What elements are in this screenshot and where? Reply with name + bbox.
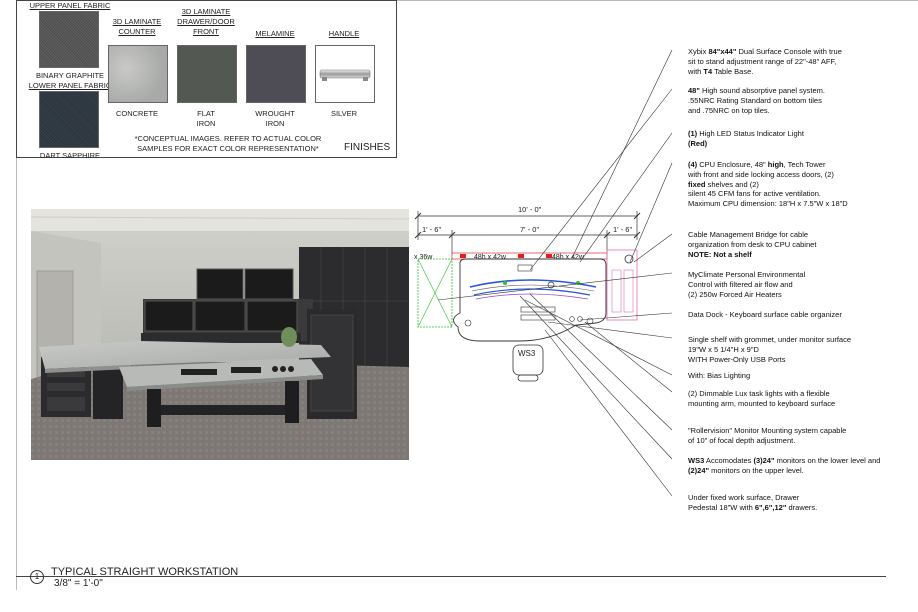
drawer-label-3: FRONT (193, 27, 219, 36)
callout-myclimate: MyClimate Personal Environmental Control… (688, 270, 806, 299)
dim-left: 1' - 6" (422, 225, 441, 234)
handle-label: HANDLE (328, 29, 360, 38)
melamine-label: MELAMINE (255, 29, 295, 38)
flat-iron-swatch (177, 45, 237, 103)
frame-left-line (16, 0, 17, 590)
wrought-iron-label-1: WROUGHT (255, 109, 295, 118)
callout-console: Xybix 84"x44" Dual Surface Console with … (688, 47, 842, 76)
panel-side-label: x 36w (414, 254, 433, 261)
dart-sapphire-swatch (39, 91, 99, 148)
handle-swatch (315, 45, 375, 103)
workstation-render-image (31, 209, 409, 460)
callout-rollervision: "Rollervision" Monitor Mounting system c… (688, 426, 847, 445)
frame-bottom-line (16, 576, 886, 577)
callout-drawer-pedestal: Under fixed work surface, Drawer Pedesta… (688, 493, 818, 512)
callout-cpu-enclosure: (4) CPU Enclosure, 48" high, Tech Tower … (688, 160, 848, 209)
workstation-plan-drawing: 10' - 0" 1' - 6" 7' - 0" 1' - 6" 48h x 4… (414, 205, 641, 382)
callout-data-dock: Data Dock - Keyboard surface cable organ… (688, 310, 842, 319)
finishes-title: FINISHES (344, 142, 391, 153)
drawing-scale: 3/8" = 1'-0" (54, 578, 103, 589)
wrought-iron-swatch (246, 45, 306, 103)
callout-cable-bridge: Cable Management Bridge for cable organi… (688, 230, 817, 259)
silver-label: SILVER (330, 109, 358, 118)
callout-panel-system: 48" High sound absorptive panel system. … (688, 86, 825, 115)
callout-led-light: (1) High LED Status Indicator Light (Red… (688, 129, 804, 148)
conceptual-note-line-1: *CONCEPTUAL IMAGES. REFER TO ACTUAL COLO… (134, 134, 322, 143)
dim-overall: 10' - 0" (518, 205, 542, 214)
callout-single-shelf: Single shelf with grommet, under monitor… (688, 335, 851, 364)
callout-task-lights: (2) Dimmable Lux task lights with a flex… (688, 389, 836, 408)
counter-label-2: COUNTER (118, 27, 156, 36)
handle-bar-icon (319, 69, 371, 81)
panel-left-label: 48h x 42w (474, 254, 507, 261)
wrought-iron-label-2: IRON (265, 119, 285, 128)
flat-iron-label-2: IRON (196, 119, 216, 128)
flat-iron-label-1: FLAT (197, 109, 215, 118)
dim-center: 7' - 0" (520, 225, 539, 234)
concrete-swatch (108, 45, 168, 103)
station-label: WS3 (518, 349, 536, 358)
upper-panel-fabric-label: UPPER PANEL FABRIC (29, 1, 111, 10)
drawer-label-2: DRAWER/DOOR (177, 17, 235, 26)
panel-right-label: 48h x 42w (552, 254, 585, 261)
binary-graphite-label: BINARY GRAPHITE (35, 71, 105, 80)
counter-label-1: 3D LAMINATE (112, 17, 162, 26)
callout-monitors: WS3 Accomodates (3)24" monitors on the l… (688, 456, 881, 475)
lower-panel-fabric-label: LOWER PANEL FABRIC (28, 81, 112, 90)
dart-sapphire-label: DART SAPPHIRE (39, 151, 101, 160)
drawer-label-1: 3D LAMINATE (181, 7, 231, 16)
conceptual-note-line-2: SAMPLES FOR EXACT COLOR REPRESENTATION* (137, 144, 319, 153)
concrete-label: CONCRETE (115, 109, 159, 118)
drawing-title: TYPICAL STRAIGHT WORKSTATION (51, 566, 239, 578)
frame-top-line (16, 0, 918, 1)
callout-bias-lighting: With: Bias Lighting (688, 371, 751, 380)
binary-graphite-swatch (39, 11, 99, 68)
dim-right: 1' - 6" (613, 225, 632, 234)
drawing-number-badge: 1 (30, 570, 44, 584)
